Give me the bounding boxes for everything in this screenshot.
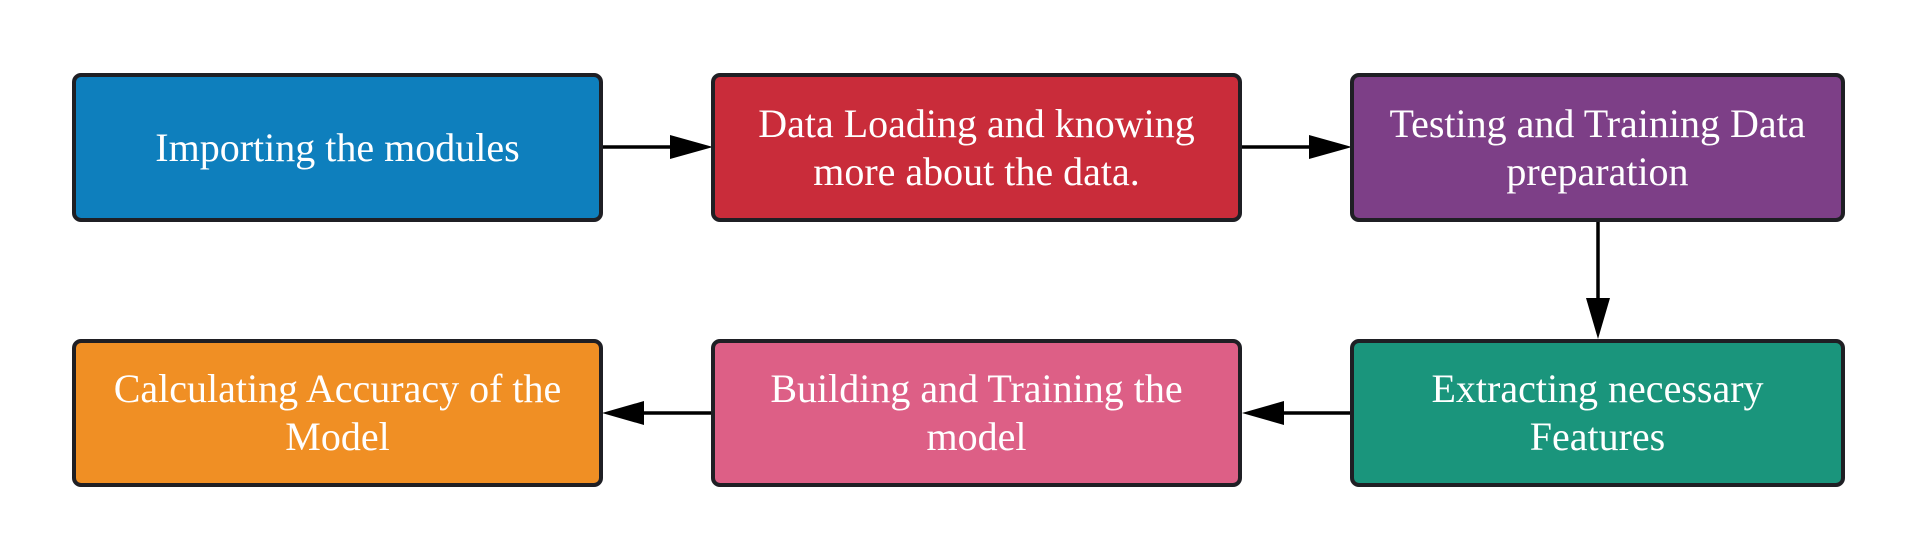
arrow-3-to-4 — [1586, 222, 1610, 339]
step-label: Importing the modules — [155, 124, 520, 170]
step-building-training-model: Building and Training the model — [711, 339, 1242, 487]
step-importing-modules: Importing the modules — [72, 73, 603, 222]
step-label: Building and Training the model — [770, 366, 1183, 459]
step-label: Calculating Accuracy of the Model — [113, 366, 562, 459]
step-data-loading: Data Loading and knowing more about the … — [711, 73, 1242, 222]
step-extracting-features: Extracting necessary Features — [1350, 339, 1845, 487]
step-label: Extracting necessary Features — [1431, 366, 1764, 459]
arrow-1-to-2 — [602, 135, 713, 159]
step-label: Data Loading and knowing more about the … — [758, 100, 1195, 194]
step-testing-training-prep: Testing and Training Data preparation — [1350, 73, 1845, 222]
step-label: Testing and Training Data preparation — [1389, 100, 1806, 194]
step-calculating-accuracy: Calculating Accuracy of the Model — [72, 339, 603, 487]
arrow-5-to-6 — [602, 401, 713, 425]
arrow-2-to-3 — [1241, 135, 1352, 159]
arrow-4-to-5 — [1242, 401, 1352, 425]
